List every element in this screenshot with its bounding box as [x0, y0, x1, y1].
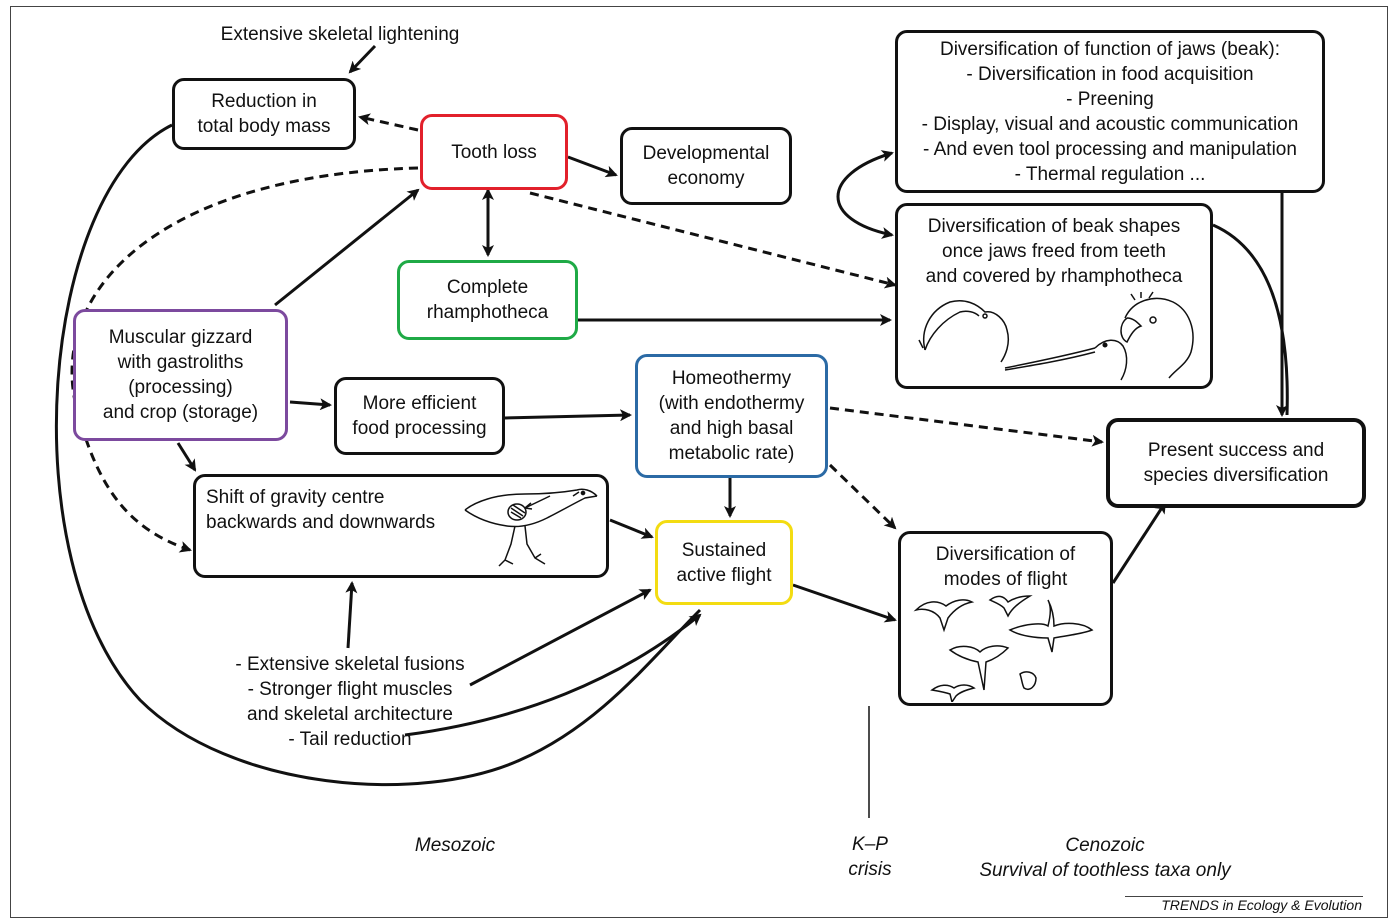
- node-text: and high basal: [669, 418, 794, 439]
- node-text: species diversification: [1143, 465, 1329, 486]
- era-mesozoic: Mesozoic: [370, 833, 540, 858]
- node-text: with gastroliths: [117, 352, 244, 373]
- node-text: food processing: [352, 418, 487, 439]
- edge-homeothermy-to-modes: [828, 463, 897, 530]
- edge-toothloss-to-beak: [529, 191, 897, 289]
- node-text: once jaws freed from teeth: [942, 241, 1166, 262]
- node-homeothermy: Homeothermy (with endothermy and high ba…: [635, 354, 828, 478]
- node-text: rhamphotheca: [426, 302, 549, 323]
- era-text: K–P: [852, 834, 888, 855]
- edge-efficient-to-homeothermy: [504, 409, 632, 422]
- edge-toothloss-to-developmental: [567, 155, 618, 178]
- node-developmental-economy: Developmental economy: [620, 127, 792, 205]
- node-text: More efficient: [362, 393, 477, 414]
- edge-gizzard-to-efficient: [289, 398, 332, 411]
- journal-credit: TRENDS in Ecology & Evolution: [1161, 897, 1362, 913]
- label-skeletal-lightening: Extensive skeletal lightening: [190, 22, 490, 47]
- edge-flight-to-modes: [792, 583, 897, 623]
- edge-fusions-curve-to-flight: [404, 613, 702, 737]
- label-skeletal-fusions: - Extensive skeletal fusions - Stronger …: [210, 652, 490, 752]
- era-kp-crisis: K–P crisis: [830, 832, 910, 882]
- node-sustained-active-flight: Sustained active flight: [655, 520, 793, 605]
- footer-rule: [1125, 896, 1363, 897]
- node-success-diversification: Present success and species diversificat…: [1106, 418, 1366, 508]
- node-text: economy: [667, 168, 745, 189]
- edge-fusions-to-flight: [469, 588, 652, 687]
- edge-beak-to-success: [1212, 223, 1289, 416]
- node-text: - Preening: [1066, 88, 1154, 110]
- node-text: Tooth loss: [451, 141, 537, 163]
- node-jaw-function-diversification: Diversification of function of jaws (bea…: [895, 30, 1325, 193]
- node-complete-rhamphotheca: Complete rhamphotheca: [397, 260, 578, 340]
- node-text: backwards and downwards: [206, 512, 436, 533]
- era-text: Mesozoic: [414, 835, 496, 856]
- label-text: - Extensive skeletal fusions: [235, 654, 465, 675]
- node-text: Muscular gizzard: [108, 327, 253, 348]
- edge-homeothermy-to-success: [829, 406, 1104, 447]
- edge-gizzard-to-gravity: [176, 442, 197, 472]
- node-text: Diversification of function of jaws (bea…: [939, 38, 1281, 60]
- beak-heads-illustration: [918, 291, 1194, 381]
- node-text: Diversification of: [935, 544, 1076, 565]
- label-text: - Tail reduction: [288, 729, 412, 750]
- node-text: Complete: [446, 277, 529, 298]
- node-text: Developmental: [642, 143, 770, 164]
- node-text: total body mass: [197, 116, 331, 137]
- node-text: Sustained: [681, 539, 767, 561]
- era-cenozoic: Cenozoic Survival of toothless taxa only: [950, 833, 1260, 883]
- edge-reduction-to-flight: [54, 123, 702, 786]
- walking-bird-illustration: [464, 488, 598, 567]
- edge-toothloss-to-reduction: [358, 113, 419, 132]
- edge-toothloss-to-gravity: [70, 166, 419, 553]
- node-flight-modes-diversification: Diversification of modes of flight: [898, 531, 1113, 706]
- node-text: Diversification of beak shapes: [927, 216, 1181, 237]
- node-text: Present success and: [1147, 440, 1325, 461]
- node-text: - And even tool processing and manipulat…: [923, 138, 1297, 160]
- edge-jaw-beak: [836, 150, 894, 239]
- era-text: Survival of toothless taxa only: [979, 860, 1231, 881]
- node-text: (with endothermy: [658, 393, 805, 414]
- node-text: Homeothermy: [671, 368, 792, 389]
- node-text: metabolic rate): [668, 443, 795, 464]
- node-text: - Display, visual and acoustic communica…: [921, 113, 1299, 135]
- label-text: - Stronger flight muscles: [247, 679, 453, 700]
- era-text: Cenozoic: [1065, 835, 1145, 856]
- edge-modes-to-success: [1111, 501, 1167, 584]
- edge-gravity-to-flight: [609, 518, 654, 539]
- figure-frame: [10, 6, 1388, 918]
- node-text: and covered by rhamphotheca: [925, 266, 1183, 287]
- label-text: Extensive skeletal lightening: [220, 24, 460, 45]
- node-text: Shift of gravity centre: [206, 487, 385, 508]
- node-text: - Thermal regulation ...: [1014, 163, 1206, 185]
- node-text: - Diversification in food acquisition: [966, 63, 1254, 85]
- node-text: Reduction in: [211, 91, 317, 112]
- edge-fusions-to-gravity: [345, 581, 358, 649]
- flying-birds-illustration: [913, 595, 1094, 702]
- node-text: modes of flight: [943, 569, 1068, 590]
- node-text: (processing): [128, 377, 233, 398]
- node-efficient-food-processing: More efficient food processing: [334, 377, 505, 455]
- node-text: active flight: [676, 564, 772, 586]
- node-reduction-body-mass: Reduction in total body mass: [172, 78, 356, 150]
- node-muscular-gizzard: Muscular gizzard with gastroliths (proce…: [73, 309, 288, 441]
- era-text: crisis: [848, 859, 892, 880]
- label-text: and skeletal architecture: [247, 704, 453, 725]
- edge-lightening-to-reduction: [348, 44, 377, 74]
- edge-gizzard-to-toothloss: [274, 188, 420, 307]
- node-tooth-loss: Tooth loss: [420, 114, 568, 190]
- node-text: and crop (storage): [102, 402, 259, 423]
